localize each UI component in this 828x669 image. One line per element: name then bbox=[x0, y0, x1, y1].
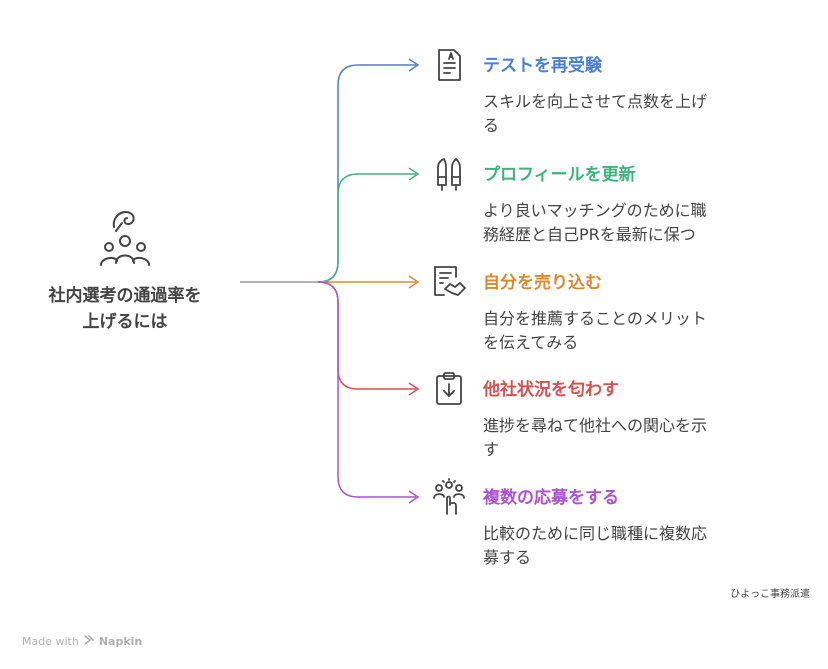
branch-title: テストを再受験 bbox=[483, 56, 602, 76]
connector-branch-4 bbox=[317, 281, 416, 390]
branch-description-line: より良いマッチングのために職 bbox=[483, 201, 707, 220]
raise-hand-group-icon bbox=[430, 478, 468, 516]
branch-title: 複数の応募をする bbox=[483, 488, 619, 508]
branch-description: より良いマッチングのために職 務経歴と自己PRを最新に保つ bbox=[483, 199, 783, 247]
root-title-line-1: 社内選考の通過率を bbox=[48, 286, 202, 306]
arrow-branch-4 bbox=[408, 382, 420, 396]
arrow-branch-3 bbox=[408, 275, 420, 289]
watermark-brand: Napkin bbox=[98, 635, 143, 648]
arrow-branch-2 bbox=[408, 167, 420, 181]
author-credit: ひよっこ事務派遣 bbox=[730, 589, 810, 600]
contract-handshake-icon bbox=[430, 263, 468, 301]
branch-description-line: 募する bbox=[483, 548, 532, 567]
branch-description-line: す bbox=[483, 440, 500, 459]
branch-description: 自分を推薦することのメリット を伝えてみる bbox=[483, 307, 783, 355]
connector-branch-5 bbox=[317, 281, 416, 498]
branch-description-line: 自分を推薦することのメリット bbox=[483, 309, 707, 328]
branch-description: 進捗を尋ねて他社への関心を示 す bbox=[483, 414, 783, 462]
connector-branch-2 bbox=[317, 173, 416, 283]
clipboard-download-icon bbox=[430, 370, 468, 408]
branch-title: プロフィールを更新 bbox=[483, 165, 636, 185]
napkin-watermark[interactable]: Made with Napkin bbox=[22, 634, 142, 649]
document-icon bbox=[430, 46, 468, 84]
branch-title: 自分を売り込む bbox=[483, 273, 602, 293]
branch-description-line: 進捗を尋ねて他社への関心を示 bbox=[483, 416, 708, 435]
branch-description-line: 比較のために同じ職種に複数応 bbox=[483, 524, 708, 543]
branch-description-line: スキルを向上させて点数を上げ bbox=[483, 92, 708, 111]
branch-description-line: を伝えてみる bbox=[483, 333, 579, 352]
root-title-line-2: 上げるには bbox=[82, 312, 168, 332]
branch-description-line: る bbox=[483, 116, 500, 135]
branch-description-line: 務経歴と自己PRを最新に保つ bbox=[483, 225, 696, 244]
napkin-logo-icon bbox=[83, 634, 95, 649]
arrow-branch-5 bbox=[408, 490, 420, 504]
watermark-prefix: Made with bbox=[22, 635, 79, 648]
branch-description: スキルを向上させて点数を上げ る bbox=[483, 90, 783, 138]
root-title: 社内選考の通過率を 上げるには bbox=[20, 283, 230, 335]
branch-description: 比較のために同じ職種に複数応 募する bbox=[483, 522, 783, 570]
arrow-branch-1 bbox=[408, 58, 420, 72]
branch-title: 他社状況を匂わす bbox=[483, 380, 619, 400]
pen-brush-icon bbox=[430, 155, 468, 193]
people-group-icon bbox=[92, 205, 158, 271]
